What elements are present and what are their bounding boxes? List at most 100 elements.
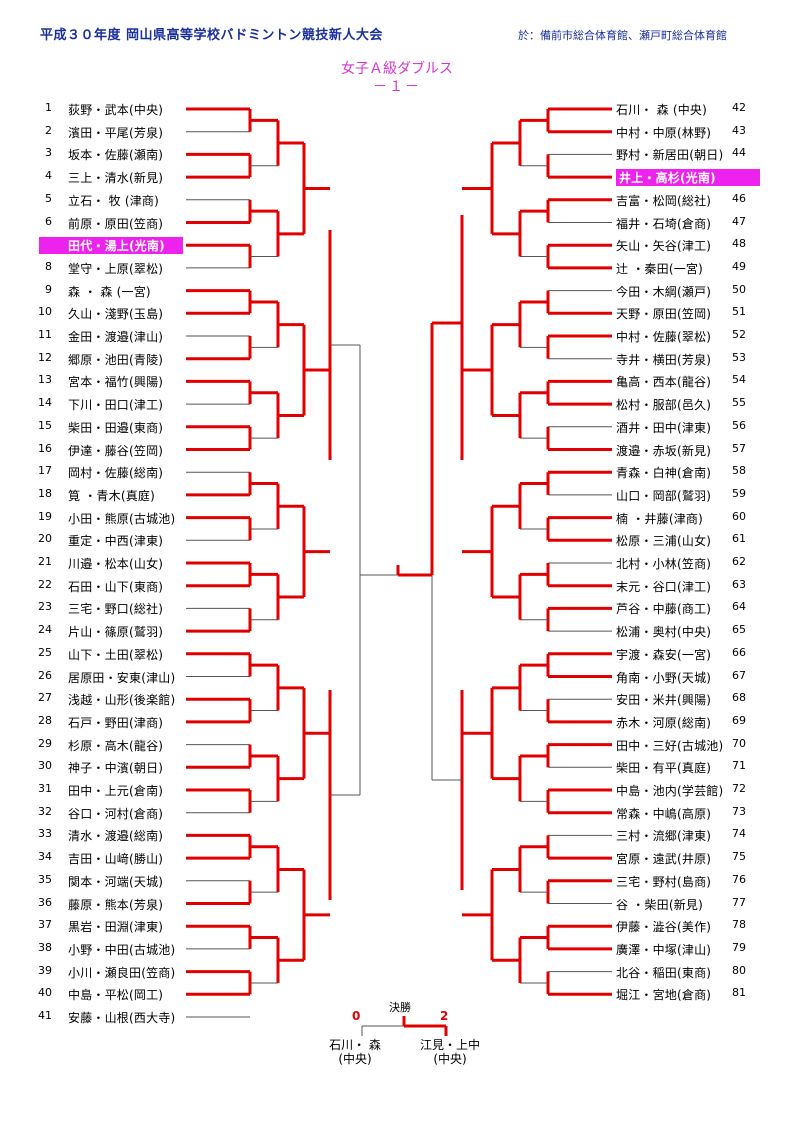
right-entry-name: 松浦・奥村(中央) — [616, 625, 712, 640]
right-entry-name: 中村・佐藤(翠松) — [616, 330, 712, 344]
right-entry-number: 74 — [732, 827, 746, 841]
left-entry-name: 立石・ 牧 (津商) — [68, 193, 159, 208]
right-entry-number: 76 — [732, 872, 746, 886]
right-entry-name: 三宅・野村(島商) — [616, 874, 712, 889]
left-entry-name: 柴田・田邉(東商) — [68, 420, 164, 435]
left-entry-name: 小野・中田(古城池) — [68, 942, 176, 957]
right-entry-name: 松原・三浦(山女) — [616, 534, 712, 549]
round-label: －１－ — [373, 79, 421, 95]
final-left-team-school: (中央) — [338, 1052, 372, 1066]
left-entry-number: 9 — [45, 282, 52, 296]
left-entry-number: 34 — [38, 850, 52, 864]
left-entry-name: 岡村・佐藤(総南) — [68, 466, 164, 481]
left-entry-name: 片山・篠原(鷲羽) — [68, 625, 164, 640]
left-entry-name: 山下・土田(翠松) — [68, 647, 164, 662]
left-entry-number: 25 — [38, 645, 52, 659]
left-entry-number: 30 — [38, 759, 52, 773]
left-entry-name: 堂守・上原(翠松) — [68, 261, 164, 276]
left-entry-number: 26 — [38, 668, 52, 682]
final-left-team: 石川・ 森 (中央) — [310, 1038, 400, 1066]
right-entry-number: 79 — [732, 940, 746, 954]
left-entry-number: 10 — [38, 305, 52, 319]
right-entry-number: 71 — [732, 759, 746, 773]
left-entry-name: 神子・中濱(朝日) — [68, 761, 164, 776]
right-entry-number: 77 — [732, 895, 746, 909]
final-right-score: 2 — [440, 1009, 449, 1023]
left-entry-number: 41 — [38, 1009, 52, 1022]
left-entry-number: 18 — [38, 486, 52, 500]
left-entry-number: 37 — [38, 918, 52, 932]
right-entry-number: 60 — [732, 509, 746, 523]
left-entry-number: 17 — [38, 464, 52, 478]
left-entry-name: 谷口・河村(倉商) — [68, 806, 164, 821]
left-entry-name: 重定・中西(津東) — [68, 534, 164, 549]
left-entry-number: 12 — [38, 350, 52, 364]
right-entry-name: 辻 ・秦田(一宮) — [616, 261, 703, 276]
right-entry-name: 末元・谷口(津工) — [616, 579, 712, 594]
right-entry-number: 54 — [732, 373, 746, 387]
right-entry-name: 芦谷・中藤(商工) — [616, 602, 712, 617]
right-entry-number: 63 — [732, 577, 746, 591]
final-right-team: 江見・上中 (中央) — [405, 1038, 495, 1066]
right-entry-number: 69 — [732, 713, 746, 727]
right-entry-number: 47 — [732, 214, 746, 228]
final-left-team-names: 石川・ 森 — [329, 1038, 381, 1052]
left-entry-name: 伊達・藤谷(笠岡) — [68, 443, 164, 458]
right-entry-name: 野村・新居田(朝日) — [616, 148, 724, 163]
right-entry-number: 49 — [732, 259, 746, 273]
right-entry-name: 柴田・有平(真庭) — [616, 761, 712, 776]
left-entry-name: 吉田・山﨑(勝山) — [68, 852, 164, 867]
right-entry-name: 谷 ・柴田(新見) — [616, 897, 703, 912]
right-entry-name: 中村・中原(林野) — [616, 125, 712, 140]
right-entry-name: 山口・岡部(鷲羽) — [616, 488, 712, 503]
left-entry-name: 森 ・ 森 (一宮) — [68, 284, 151, 299]
right-entry-name: 北村・小林(笠商) — [616, 557, 712, 571]
left-entry-number: 24 — [38, 623, 52, 637]
left-entry-number: 31 — [38, 782, 52, 795]
right-entry-number: 75 — [732, 850, 746, 864]
left-entry-number: 39 — [38, 963, 52, 977]
left-entry-number: 19 — [38, 509, 52, 523]
right-entry-number: 64 — [732, 600, 746, 614]
left-entry-number: 28 — [38, 713, 52, 727]
left-entry-number: 15 — [38, 418, 52, 432]
right-entry-number: 67 — [732, 668, 746, 682]
right-entry-number: 61 — [732, 532, 746, 546]
right-entry-number: 51 — [732, 305, 746, 319]
left-entry-number: 8 — [45, 259, 52, 273]
right-entry-name: 松村・服部(邑久) — [616, 398, 712, 413]
left-entry-name: 郷原・池田(青陵) — [68, 352, 164, 367]
left-entry-name: 筧 ・青木(真庭) — [68, 488, 155, 503]
left-entry-number: 11 — [38, 328, 52, 341]
event-category: 女子Ａ級ダブルス — [341, 61, 453, 77]
left-entry-number: 21 — [38, 555, 52, 568]
right-entry-number: 68 — [732, 691, 746, 705]
right-entry-number: 48 — [732, 237, 746, 251]
left-entry-name: 宮本・福竹(興陽) — [68, 375, 164, 390]
left-entry-name: 藤原・熊本(芳泉) — [68, 897, 164, 912]
right-entry-number: 65 — [732, 623, 746, 637]
left-entry-name: 石戸・野田(津商) — [68, 715, 164, 730]
right-entry-number: 52 — [732, 328, 746, 341]
left-entry-name: 坂本・佐藤(瀬南) — [68, 148, 164, 163]
left-entry-number: 33 — [38, 827, 52, 841]
left-entry-number: 6 — [45, 214, 52, 228]
right-entry-name: 吉富・松岡(総社) — [616, 193, 712, 208]
right-entry-name: 宮原・遠武(井原) — [616, 852, 712, 867]
right-entry-name: 伊藤・澁谷(美作) — [616, 920, 712, 935]
left-entry-number: 40 — [38, 986, 52, 1000]
final-right-team-names: 江見・上中 — [419, 1038, 480, 1052]
right-entry-number: 70 — [732, 736, 746, 750]
right-entry-name: 北谷・稲田(東商) — [616, 965, 712, 980]
left-entry-name: 石田・山下(東商) — [68, 579, 164, 594]
left-entry-name: 関本・河端(天城) — [68, 874, 164, 889]
right-entry-name: 赤木・河原(総南) — [616, 715, 712, 730]
left-entry-number: 35 — [38, 872, 52, 886]
left-entry-name: 金田・渡邉(津山) — [68, 330, 164, 344]
left-entry-name: 杉原・高木(龍谷) — [68, 738, 164, 753]
right-entry-number: 58 — [732, 464, 746, 478]
final-label: 決勝 — [389, 1001, 411, 1014]
left-entry-number: 1 — [45, 101, 52, 114]
right-entry-number: 72 — [732, 782, 746, 795]
left-entry-name: 濱田・平尾(芳泉) — [68, 125, 164, 140]
